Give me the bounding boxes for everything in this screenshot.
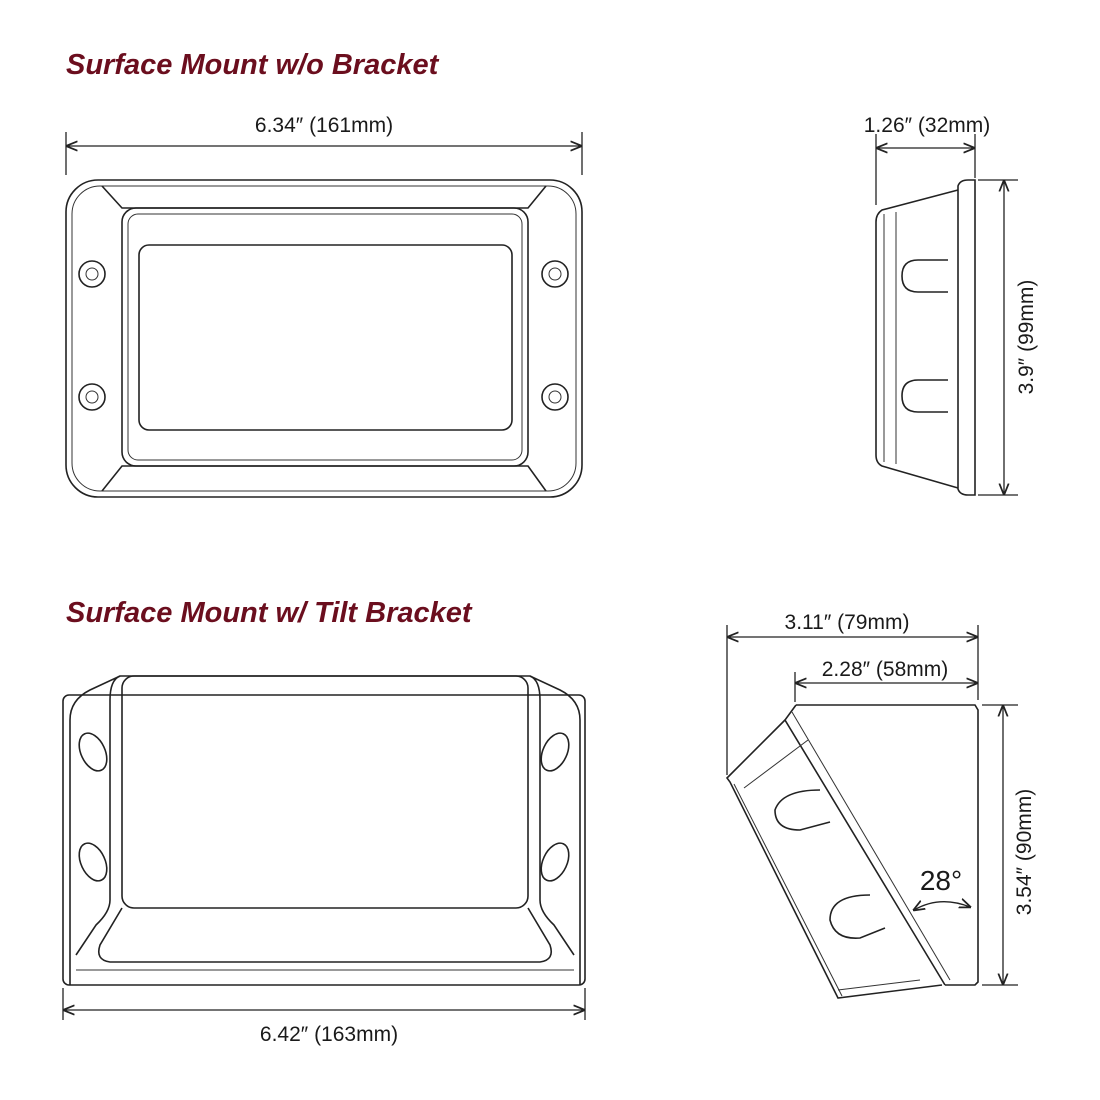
- front-view-tilt-bracket: [62, 675, 586, 986]
- dimension-side-depth-bracket: 2.28″ (58mm): [794, 658, 977, 702]
- section-title-tilt-bracket: Surface Mount w/ Tilt Bracket: [66, 597, 473, 629]
- svg-text:2.28″ (58mm): 2.28″ (58mm): [822, 658, 948, 681]
- dimension-side-height-2: 3.54″ (90mm): [982, 704, 1036, 986]
- dimension-side-height-1: 3.9″ (99mm): [978, 179, 1038, 496]
- screw-hole-icon: [78, 260, 569, 411]
- section-title-no-bracket: Surface Mount w/o Bracket: [66, 49, 440, 81]
- svg-text:3.9″ (99mm): 3.9″ (99mm): [1015, 280, 1038, 395]
- front-view-no-bracket: [65, 179, 583, 498]
- dimension-front-width-1: 6.34″ (161mm): [65, 114, 583, 175]
- side-view-tilt-bracket: [725, 704, 979, 999]
- slot-icon: [78, 732, 570, 882]
- svg-text:3.54″ (90mm): 3.54″ (90mm): [1013, 789, 1036, 915]
- svg-text:3.11″ (79mm): 3.11″ (79mm): [785, 611, 910, 634]
- side-view-no-bracket: [875, 179, 976, 496]
- dimension-side-depth-overall: 3.11″ (79mm): [726, 611, 979, 775]
- svg-text:28°: 28°: [920, 865, 962, 896]
- svg-text:6.34″ (161mm): 6.34″ (161mm): [255, 114, 393, 137]
- svg-text:6.42″ (163mm): 6.42″ (163mm): [260, 1023, 398, 1046]
- dimension-front-width-2: 6.42″ (163mm): [62, 988, 586, 1046]
- dimension-side-depth-1: 1.26″ (32mm): [864, 114, 990, 205]
- svg-text:1.26″ (32mm): 1.26″ (32mm): [864, 114, 990, 137]
- tilt-angle-annotation: 28°: [914, 865, 970, 910]
